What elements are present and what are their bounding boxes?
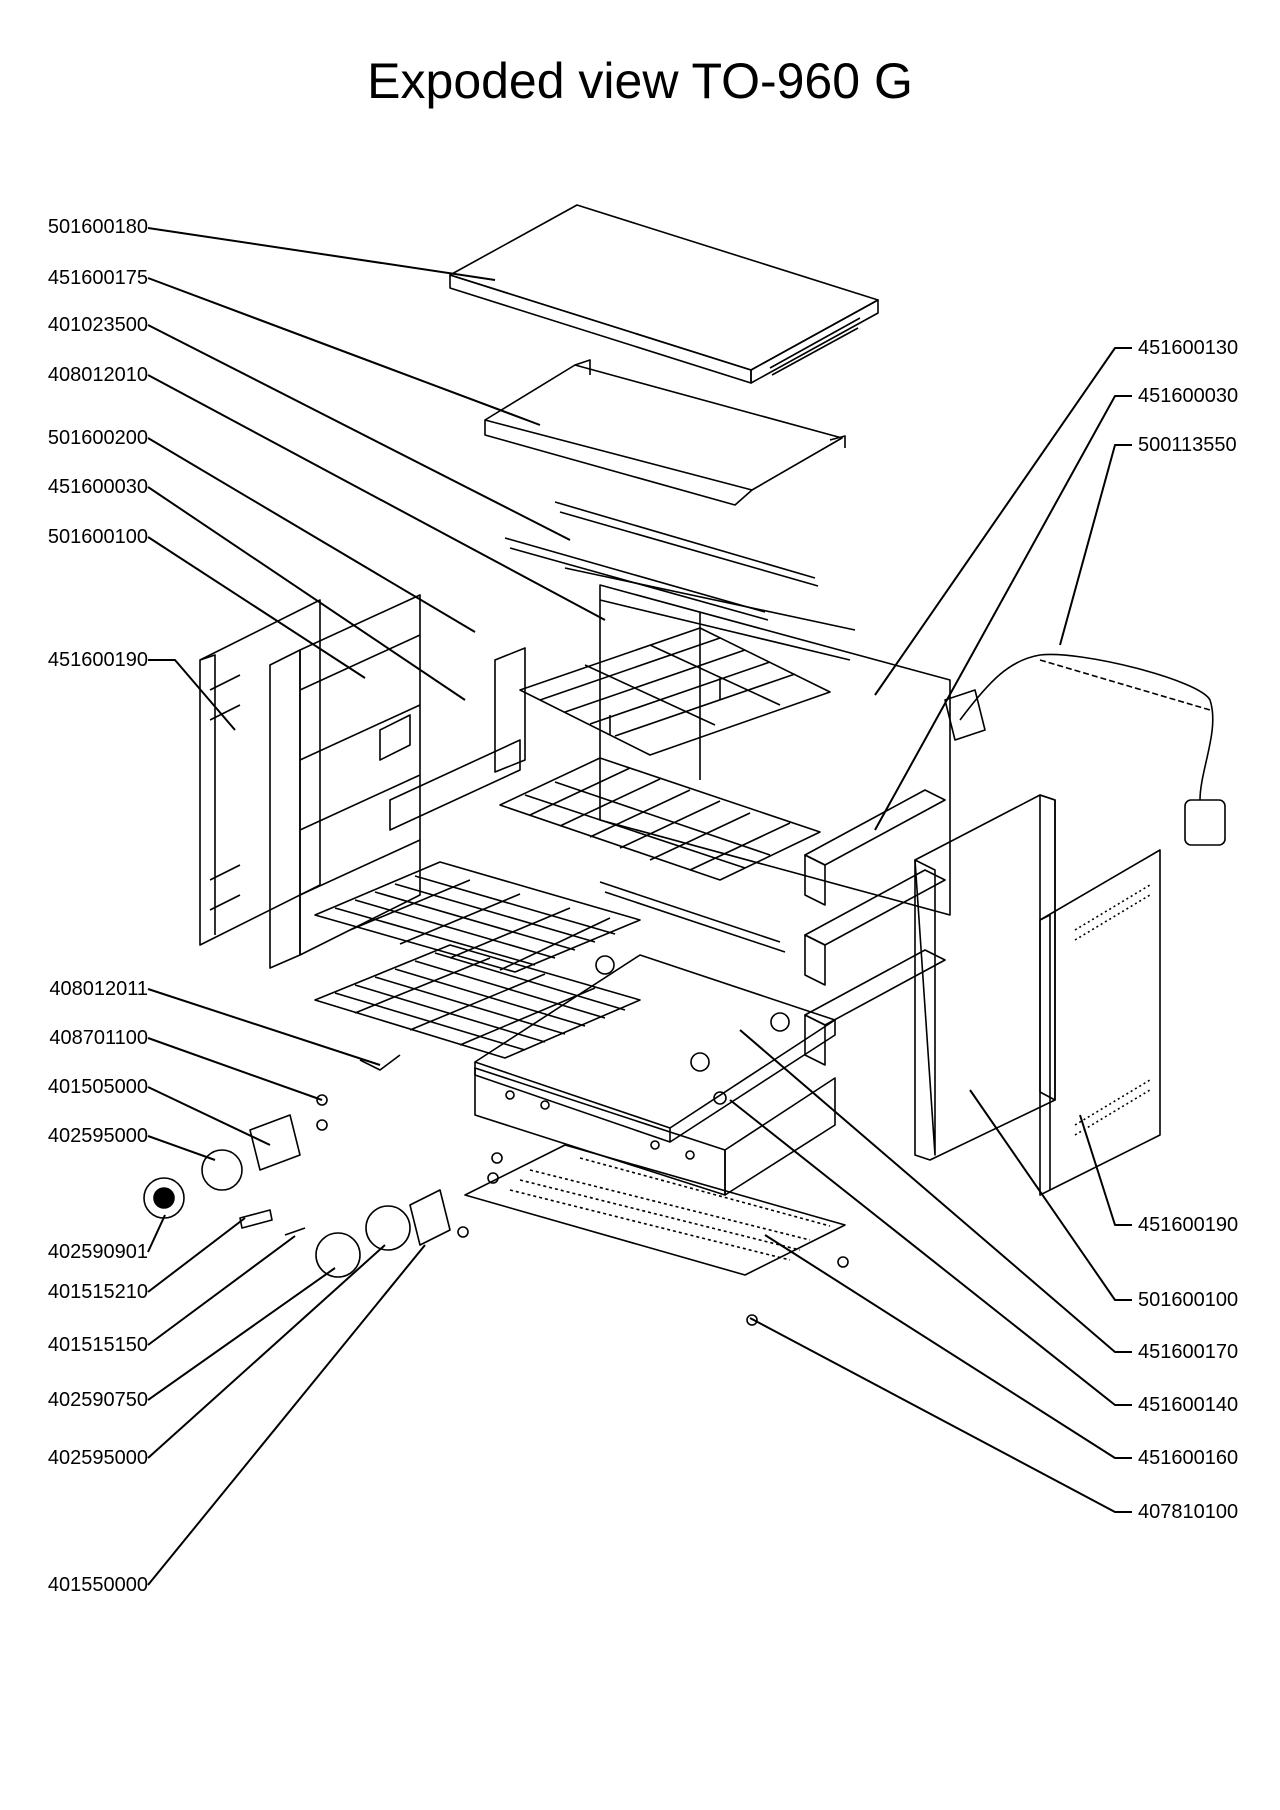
label-right-5: 501600100 <box>1138 1289 1239 1311</box>
label-right-4: 451600190 <box>1138 1214 1239 1236</box>
label-right-2: 451600030 <box>1138 385 1239 407</box>
label-left-9: 408012011 <box>49 978 148 1000</box>
upper-rack-part <box>519 627 831 756</box>
middle-rack-part <box>499 757 821 953</box>
left-side-frame-part <box>199 594 526 969</box>
label-right-3: 500113550 <box>1138 434 1237 456</box>
label-left-4: 408012010 <box>47 364 148 386</box>
label-right-6: 451600170 <box>1138 1341 1239 1363</box>
crumb-tray-part <box>484 359 846 506</box>
label-right-7: 451600140 <box>1138 1394 1239 1416</box>
label-right-1: 451600130 <box>1138 337 1239 359</box>
right-shelf-guides-part <box>804 789 946 1066</box>
control-panel-part <box>474 1067 836 1196</box>
right-side-frame-part <box>914 794 1056 1161</box>
label-left-2: 451600175 <box>47 267 148 289</box>
bottom-vent-plate-part <box>464 1144 846 1276</box>
label-right-8: 451600160 <box>1138 1447 1239 1469</box>
label-left-8: 451600190 <box>47 649 148 671</box>
leader-lines-right <box>729 347 1132 1513</box>
label-left-5: 501600200 <box>47 427 148 449</box>
label-left-10: 408701100 <box>49 1027 148 1049</box>
label-left-17: 402595000 <box>47 1447 148 1469</box>
label-right-9: 407810100 <box>1138 1501 1239 1523</box>
heating-elements-part <box>504 501 856 661</box>
label-left-14: 401515210 <box>47 1281 148 1303</box>
label-left-11: 401505000 <box>47 1076 148 1098</box>
label-left-12: 402595000 <box>47 1125 148 1147</box>
right-outer-panel-part <box>1039 849 1161 1196</box>
front-rack-part <box>314 861 641 973</box>
label-left-13: 402590901 <box>47 1241 148 1263</box>
top-cover-part <box>449 204 879 384</box>
diagram-title: Expoded view TO-960 G <box>367 53 913 109</box>
label-left-1: 501600180 <box>47 216 148 238</box>
label-left-7: 501600100 <box>47 526 148 548</box>
label-left-15: 401515150 <box>47 1334 148 1356</box>
label-left-16: 402590750 <box>47 1389 148 1411</box>
label-left-6: 451600030 <box>47 476 148 498</box>
back-panel-part <box>599 584 951 916</box>
leader-lines-left <box>147 227 606 1586</box>
label-left-3: 401023500 <box>47 314 148 336</box>
power-cord-part <box>944 653 1226 846</box>
bottom-rack-part <box>314 944 641 1071</box>
label-left-18: 401550000 <box>47 1574 148 1596</box>
small-parts <box>143 1094 849 1326</box>
